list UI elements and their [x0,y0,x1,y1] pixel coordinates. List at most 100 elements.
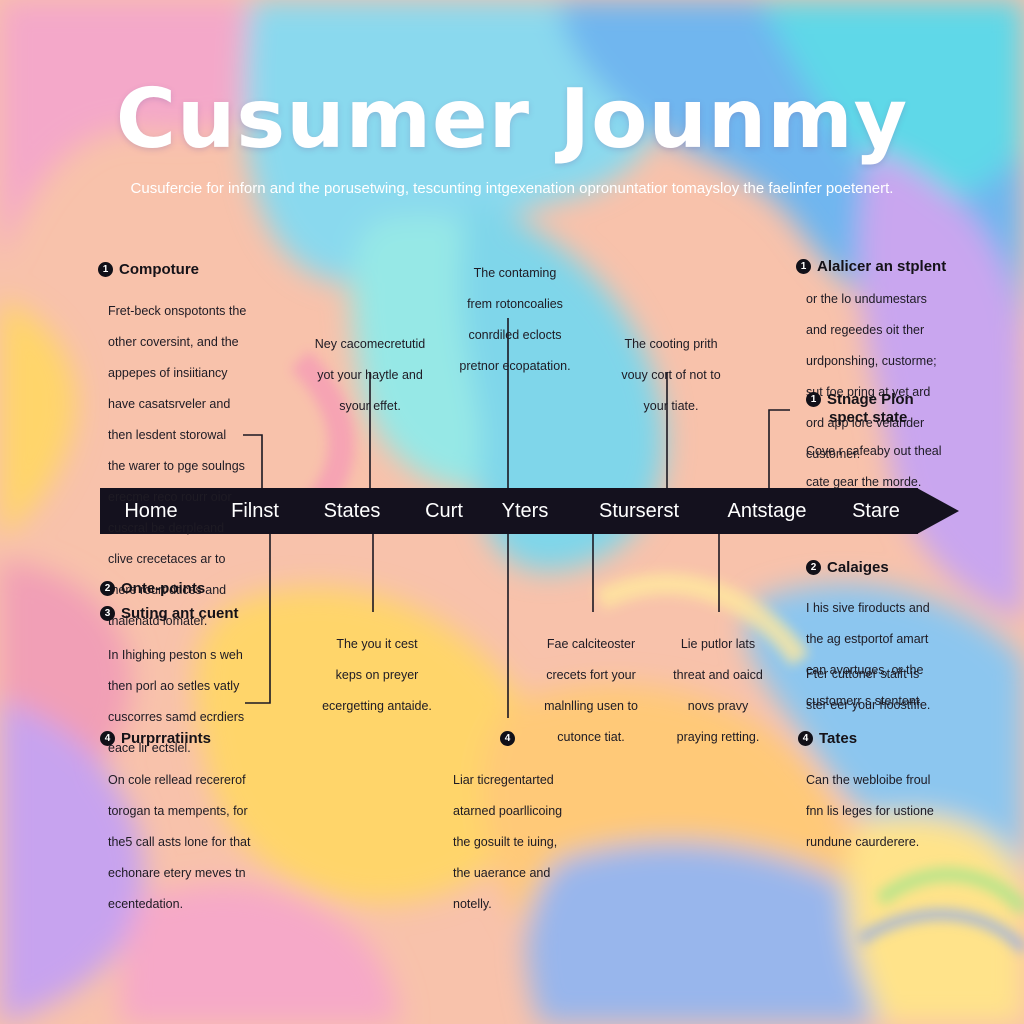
step-number-badge: 1 [796,259,811,274]
text-line: rundune caurderere. [806,834,920,849]
step-number-badge-bottom-center: 4 [500,731,515,746]
timeline-arrowhead [917,488,959,534]
text-line: other coversint, and the [108,334,239,349]
text-line: the ag estportof amart [806,631,929,646]
section-title: Purprratiints [121,730,212,747]
text-line: Fae calciteoster [546,636,636,651]
connector-suting [245,534,271,704]
stage-filnst: Filnst [231,500,279,522]
section-body-purprratiints: On cole rellead recererof torogan ta mem… [108,757,288,928]
text-line: have casatsrveler and [108,396,231,411]
text-line: Lie putlor lats [680,636,756,651]
text-line: thalenatd lomater. [108,613,208,628]
section-title: Stnage Plon [827,391,914,408]
text-line: customer. [806,446,861,461]
text-line: Can the webloibe froul [806,772,931,787]
text-line: can avortuges, or the [806,662,924,677]
step-number-badge: 4 [798,731,813,746]
text-line: pretnor ecopatation. [459,358,571,373]
callout-top-left: Ney cacomecretutid yot your haytle and s… [298,321,442,430]
text-line: and regeedes oit ther [806,322,925,337]
section-heading-suting: 3 Suting ant cuent [100,605,239,622]
stage-states: States [323,500,381,522]
text-line: eace lir ectslel. [108,740,191,755]
text-line: The contaming [473,265,557,280]
text-line: then lesdent storowal [108,427,227,442]
text-line: notelly. [453,896,492,911]
text-line: Liar ticregentarted [453,772,554,787]
text-line: atarned poarllicoing [453,803,563,818]
text-line: novs pravy [687,698,749,713]
section-title: Compoture [119,261,199,278]
section-body-stnage-plon: Cove r cafeaby out theal cate gear the m… [806,428,996,506]
text-line: then porl ao setles vatly [108,678,240,693]
stage-stare: Stare [852,500,900,522]
callout-bottom-center: Liar ticregentarted atarned poarllicoing… [453,757,613,928]
text-line: torogan ta mempents, for [108,803,248,818]
callout-bottom-left: The you it cest keps on preyer ecergetti… [302,621,452,730]
section-body-calaiges-extra: Fter cuttoner staift is ster eer your ho… [806,651,996,729]
text-line: Ney cacomecretutid [314,336,426,351]
section-title: Tates [819,730,858,747]
section-heading-onte-points: 2 Onte-points [100,580,205,597]
text-line: Fter cuttoner staift is [806,666,920,681]
text-line: keps on preyer [335,667,419,682]
text-line: ecergetting antaide. [322,698,432,713]
step-number-badge: 1 [98,262,113,277]
section-body-compoture: Fret-beck onspotonts the other coversint… [108,288,268,645]
text-line: Fret-beck onspotonts the [108,303,247,318]
text-line: I his sive firoducts and [806,600,930,615]
text-line: there rourt dtices and [108,582,227,597]
text-line: urdponshing, custorme; [806,353,937,368]
section-heading-calaiges: 2 Calaiges [806,559,889,576]
text-line: crecets fort your [546,667,636,682]
text-line: syour effet. [339,398,401,413]
stage-home: Home [124,500,178,522]
section-title: Alalicer an stplent [817,258,947,275]
callout-bottom-center-left: Fae calciteoster crecets fort your malnl… [526,621,656,761]
page-subtitle: Cusufercie for inforn and the porusetwin… [130,180,894,197]
text-line: Cove r cafeaby out theal [806,443,942,458]
text-line: frem rotoncoalies [467,296,563,311]
timeline-bar [100,488,918,534]
callout-top-center: The contaming frem rotoncoalies conrdile… [420,250,610,390]
step-number-badge: 4 [100,731,115,746]
section-body-tates: Can the webloibe froul fnn lis leges for… [806,757,996,866]
text-line: conrdiled eclocts [468,327,562,342]
connector-compoture [243,434,263,488]
text-line: customerr s stentent. [806,693,923,708]
text-line: cuscral be derpleand [108,520,225,535]
section-title: Onte-points [121,580,206,597]
stage-antstage: Antstage [727,500,807,522]
text-line: threat and oaicd [673,667,763,682]
stage-sturserst: Sturserst [598,500,680,522]
stage-curt: Curt [425,500,463,522]
step-number-badge: 2 [806,560,821,575]
text-line: the gosuilt te iuing, [453,834,558,849]
text-line: cuscorres samd ecrdiers [108,709,245,724]
step-number-badge: 3 [100,606,115,621]
text-line: ecentedation. [108,896,184,911]
callout-bottom-center-right: Lie putlor lats threat and oaicd novs pr… [656,621,780,761]
text-line: the uaerance and [453,865,551,880]
text-line: The you it cest [336,636,418,651]
section-heading-stnage-plon: 1 Stnage Plon [806,391,914,408]
text-line: In Ihighing peston s weh [108,647,243,662]
text-line: On cole rellead recererof [108,772,246,787]
text-line: the warer to pge soulngs [108,458,245,473]
text-line: your tiate. [643,398,699,413]
section-heading-purprratiints: 4 Purprratiints [100,730,211,747]
section-heading-line2-stnage-plon: spect state [829,409,908,426]
text-line: yot your haytle and [317,367,423,382]
page-title: Cusumer Jounmy [115,72,909,167]
text-line: erecme reco rourr oior [108,489,232,504]
text-line: cate gear the morde. [806,474,922,489]
section-heading-alalicer: 1 Alalicer an stplent [796,258,946,275]
text-line: or the lo undumestars [806,291,927,306]
step-number-badge: 2 [100,581,115,596]
stage-yters: Yters [501,500,549,522]
text-line: praying retting. [676,729,760,744]
text-line: malnlling usen to [544,698,638,713]
